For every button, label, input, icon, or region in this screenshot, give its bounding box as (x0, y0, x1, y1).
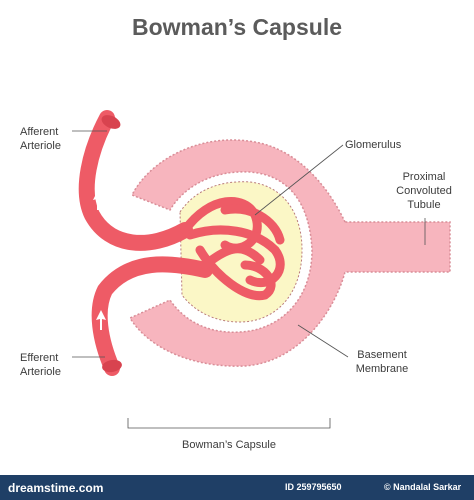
efferent-line-1: Efferent (20, 352, 59, 364)
proximal-line-3: Tubule (407, 199, 441, 211)
basement-membrane-label: Basement Membrane (344, 348, 420, 376)
leader-glomerulus (254, 144, 344, 216)
capsule-bracket (127, 418, 331, 429)
glomerulus-label: Glomerulus (345, 139, 402, 151)
basement-line-2: Membrane (355, 363, 409, 375)
afferent-arteriole-label: Afferent Arteriole (20, 125, 61, 153)
basement-line-1: Basement (357, 349, 407, 361)
proximal-line-2: Convoluted (396, 185, 452, 197)
blood-flow-arrows (93, 190, 106, 330)
efferent-line-2: Arteriole (20, 366, 61, 378)
arrow-up-icon (96, 310, 106, 330)
arrow-up-icon (93, 190, 103, 210)
footer-logo: dreamstime.com (8, 481, 104, 495)
proximal-tubule-label: Proximal Convoluted Tubule (384, 170, 464, 212)
afferent-opening (101, 115, 121, 129)
efferent-opening (102, 359, 122, 373)
footer-bar: dreamstime.com ID 259795650 © Nandalal S… (0, 475, 474, 500)
capsule-bracket-label: Bowman’s Capsule (182, 439, 276, 451)
leader-basement (297, 324, 349, 358)
diagram-title: Bowman’s Capsule (131, 14, 343, 40)
afferent-arteriole (78, 110, 193, 251)
afferent-line-2: Arteriole (20, 140, 61, 152)
capsule-outer-wall (128, 139, 451, 367)
afferent-line-1: Afferent (20, 126, 59, 138)
efferent-arteriole (91, 256, 213, 376)
footer-image-id: ID 259795650 (285, 482, 342, 492)
footer-author: © Nandalal Sarkar (384, 482, 462, 492)
efferent-arteriole-label: Efferent Arteriole (20, 351, 61, 379)
proximal-line-1: Proximal (402, 171, 446, 183)
